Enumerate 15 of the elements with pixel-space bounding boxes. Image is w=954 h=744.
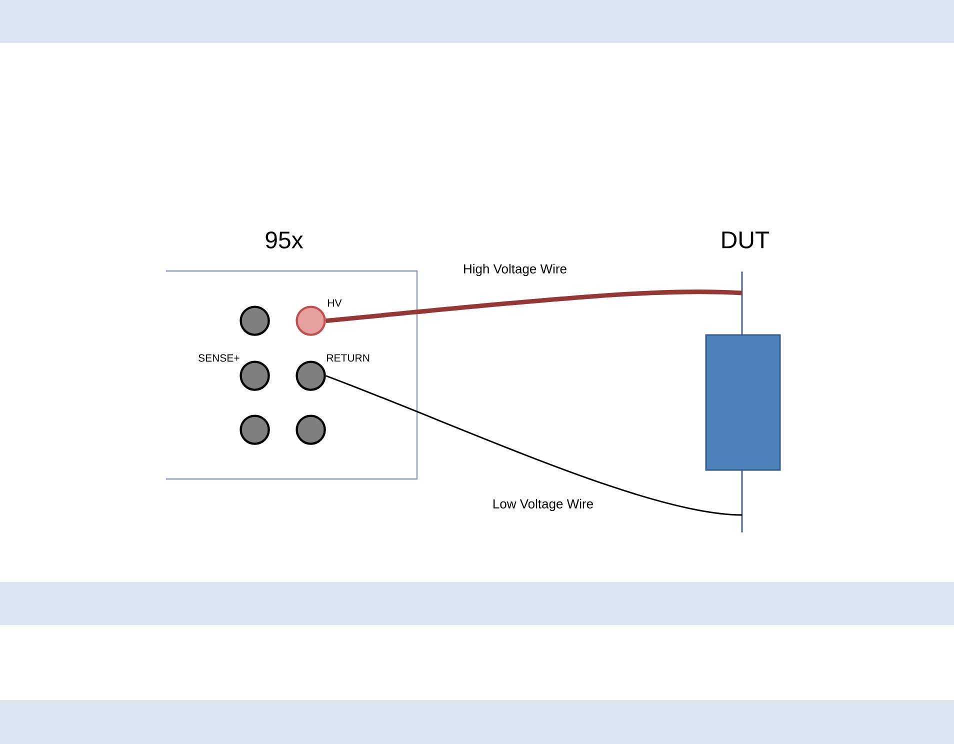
terminal [240, 306, 270, 336]
device-under-test: DUT [705, 232, 781, 532]
terminal [240, 360, 270, 391]
terminal-label: RETURN [327, 354, 370, 362]
terminal [296, 414, 326, 445]
wire [326, 375, 742, 516]
wire-label: High Voltage Wire [462, 262, 568, 278]
terminal [240, 414, 270, 445]
terminal [296, 306, 326, 336]
terminal [296, 360, 326, 391]
terminal-label: SENSE+ [198, 354, 240, 362]
wire [326, 290, 742, 324]
terminal-label: HV [328, 299, 342, 307]
wire-label: Low Voltage Wire [491, 498, 595, 512]
node-label: DUT [722, 232, 770, 248]
